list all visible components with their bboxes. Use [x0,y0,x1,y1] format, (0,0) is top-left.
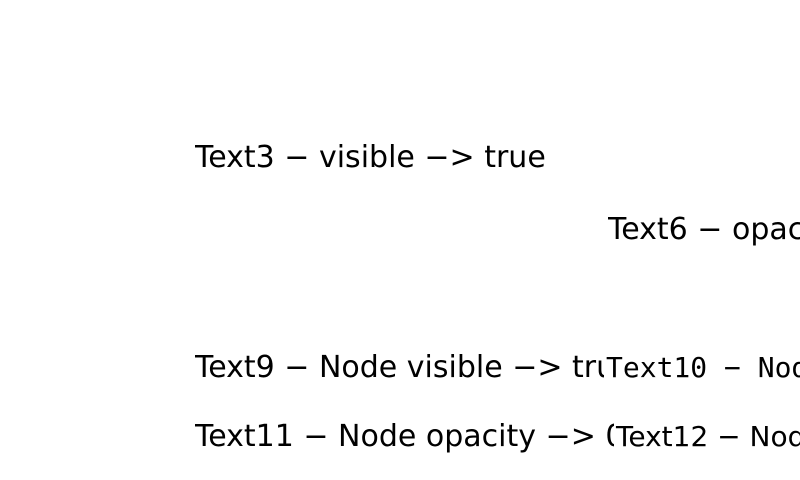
text-element-text11: Text11 − Node opacity −> 0 [195,419,614,454]
text-element-text12: Text12 − Nod [614,417,800,457]
text-element-text9: Text9 − Node visible −> tru [195,350,604,385]
text-element-text6: Text6 − opac [608,212,800,247]
text-element-text10: Text10 − Nod [604,348,800,388]
text-element-text3: Text3 − visible −> true [195,140,546,175]
